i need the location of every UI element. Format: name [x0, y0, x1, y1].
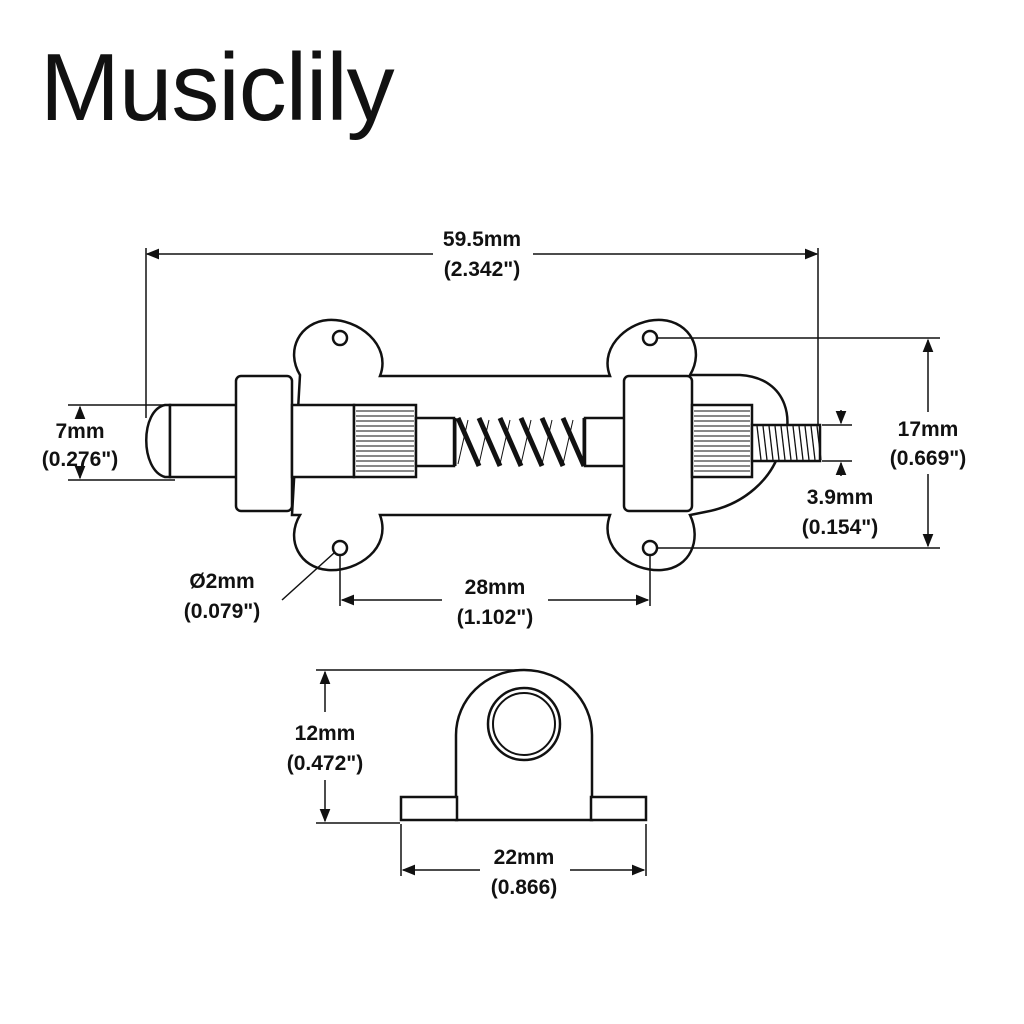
spring	[453, 416, 587, 468]
dim-hole-mm: Ø2mm	[189, 570, 254, 593]
dim-side-height-inch: (0.472")	[287, 752, 364, 775]
dim-side-width-inch: (0.866)	[491, 876, 558, 899]
side-view	[399, 668, 648, 822]
dim-pin-diameter-inch: (0.276")	[42, 448, 119, 471]
dim-side-width: 22mm (0.866)	[400, 824, 647, 899]
dim-thread-inch: (0.154")	[802, 516, 879, 539]
rod-right	[583, 416, 627, 468]
pin-tip	[145, 403, 172, 479]
dim-thread: 3.9mm (0.154")	[802, 410, 879, 539]
rod-left	[414, 416, 456, 468]
screw-hole-bottom-right	[641, 539, 659, 557]
right-block	[622, 374, 694, 513]
screw-hole-bottom-left	[331, 539, 349, 557]
dim-hole-inch: (0.079")	[184, 600, 261, 623]
dim-height-mm: 17mm	[898, 418, 959, 441]
dim-overall-length-mm: 59.5mm	[443, 228, 521, 251]
dim-overall-length-inch: (2.342")	[444, 258, 521, 281]
thread-lines	[756, 425, 822, 461]
dim-height: 17mm (0.669")	[656, 337, 967, 549]
side-bore-outer	[486, 686, 562, 762]
dim-height-inch: (0.669")	[890, 447, 967, 470]
screw-hole-top-left	[331, 329, 349, 347]
inner-shaft	[290, 403, 356, 479]
brand-title: Musiclily	[40, 34, 395, 141]
top-view	[145, 318, 822, 572]
side-bore-inner	[492, 692, 556, 756]
threaded-end	[750, 423, 822, 463]
dim-hole-spacing: 28mm (1.102")	[339, 556, 651, 629]
dim-hole: Ø2mm (0.079")	[184, 552, 335, 623]
side-foot-left	[399, 795, 459, 822]
dim-hole-spacing-mm: 28mm	[465, 576, 526, 599]
dim-pin-diameter-mm: 7mm	[55, 420, 104, 443]
dim-overall-length: 59.5mm (2.342")	[145, 228, 819, 426]
screw-hole-top-right	[641, 329, 659, 347]
dim-hole-spacing-inch: (1.102")	[457, 606, 534, 629]
knurl-lines-left	[356, 410, 414, 472]
pin-shaft	[168, 403, 240, 479]
dim-pin-diameter: 7mm (0.276")	[42, 404, 175, 481]
side-foot-right	[589, 795, 648, 822]
dim-thread-mm: 3.9mm	[807, 486, 874, 509]
dim-side-width-mm: 22mm	[494, 846, 555, 869]
knurl-lines-right	[694, 410, 750, 472]
left-block	[234, 374, 294, 513]
dim-side-height: 12mm (0.472")	[287, 669, 522, 824]
dim-side-height-mm: 12mm	[295, 722, 356, 745]
